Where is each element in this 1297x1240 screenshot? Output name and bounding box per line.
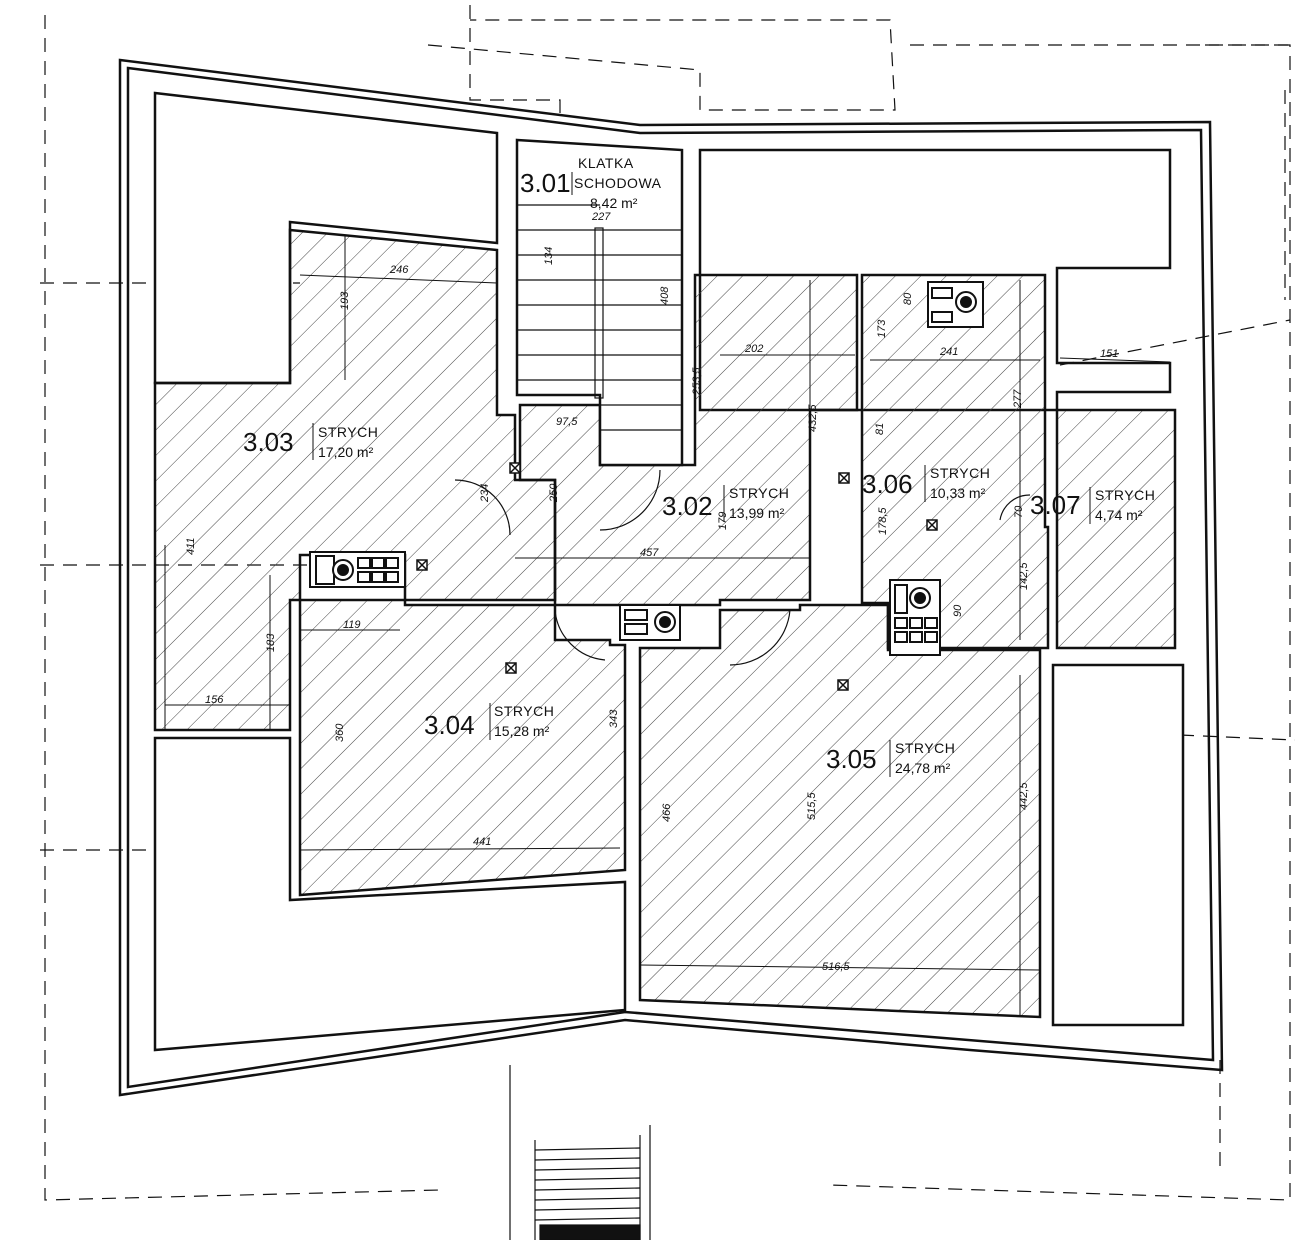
chimney-icon xyxy=(927,281,984,328)
dim-label: 442,5 xyxy=(1018,782,1030,810)
room-name: STRYCH xyxy=(494,703,554,719)
room-name: STRYCH xyxy=(1095,487,1155,503)
dim-label: 134 xyxy=(543,247,555,265)
dim-label: 183 xyxy=(265,633,277,652)
room-label-3-04: 3.04 STRYCH 15,28 m² xyxy=(424,703,554,740)
room-name: STRYCH xyxy=(729,485,789,501)
dim-label: 234 xyxy=(479,484,491,503)
dim-label: 202 xyxy=(744,343,763,355)
room-label-3-05: 3.05 STRYCH 24,78 m² xyxy=(826,740,955,777)
room-name: STRYCH xyxy=(318,424,378,440)
dim-label: 343 xyxy=(608,709,620,728)
room-name: KLATKA xyxy=(578,155,634,171)
room-name: STRYCH xyxy=(930,465,990,481)
dim-label: 466 xyxy=(661,803,673,822)
room-3-06-area xyxy=(860,273,1050,650)
dim-label: 516,5 xyxy=(822,961,850,973)
room-number: 3.06 xyxy=(862,469,913,499)
dim-label: 411 xyxy=(185,537,197,555)
room-number: 3.02 xyxy=(662,491,713,521)
dim-label: 156 xyxy=(205,694,224,706)
room-area: 17,20 m² xyxy=(318,444,374,460)
room-area: 24,78 m² xyxy=(895,760,951,776)
dim-label: 173 xyxy=(876,319,888,338)
room-area: 10,33 m² xyxy=(930,485,986,501)
vent-icon xyxy=(505,662,517,674)
dim-label: 246 xyxy=(389,264,409,276)
dim-label: 227 xyxy=(591,211,611,223)
room-number: 3.03 xyxy=(243,427,294,457)
room-label-3-03: 3.03 STRYCH 17,20 m² xyxy=(243,423,378,460)
dimension-labels: 227 134 408 246 193 97,5 202 253,5 432,5… xyxy=(185,211,1118,973)
room-3-05-area xyxy=(638,603,1042,1019)
dim-label: 457 xyxy=(640,547,659,559)
entrance-steps xyxy=(509,1065,651,1240)
dim-label: 97,5 xyxy=(556,416,578,428)
vent-icon xyxy=(926,519,938,531)
room-label-3-02: 3.02 STRYCH 13,99 m² xyxy=(662,485,789,522)
room-3-04-area xyxy=(298,598,627,897)
dim-label: 80 xyxy=(902,292,914,305)
dim-label: 253,5 xyxy=(691,367,703,396)
chimney-icon xyxy=(309,551,406,588)
dim-label: 151 xyxy=(1100,348,1118,360)
external-wall xyxy=(118,58,1224,1097)
vent-icon xyxy=(837,679,849,691)
dim-label: 515,5 xyxy=(806,792,818,820)
corner-zones xyxy=(153,91,1185,1052)
chimney-icons xyxy=(309,281,984,656)
staircase xyxy=(515,138,684,467)
room-number: 3.05 xyxy=(826,744,877,774)
room-number: 3.07 xyxy=(1030,490,1081,520)
dim-label: 408 xyxy=(659,286,671,305)
vent-markers xyxy=(416,462,938,691)
dim-label: 119 xyxy=(343,619,361,631)
dim-label: 277 xyxy=(1012,389,1024,409)
dim-label: 142,5 xyxy=(1018,562,1030,590)
room-label-3-07: 3.07 STRYCH 4,74 m² xyxy=(1030,487,1155,524)
dim-label: 360 xyxy=(334,723,346,742)
room-number: 3.04 xyxy=(424,710,475,740)
room-label-3-06: 3.06 STRYCH 10,33 m² xyxy=(862,465,990,502)
hatched-rooms xyxy=(153,228,1177,1019)
chimney-icon xyxy=(889,579,941,656)
room-area: 15,28 m² xyxy=(494,723,550,739)
dim-label: 70 xyxy=(1013,505,1025,518)
vent-icon xyxy=(416,559,428,571)
dim-label: 250 xyxy=(548,483,560,503)
chimney-icon xyxy=(619,604,681,641)
room-name: STRYCH xyxy=(895,740,955,756)
door-swings xyxy=(454,469,1031,666)
room-area: 4,74 m² xyxy=(1095,507,1143,523)
vent-icon xyxy=(509,462,521,474)
dim-label: 178,5 xyxy=(877,507,889,535)
room-3-07-area xyxy=(1055,408,1177,650)
dim-label: 193 xyxy=(339,291,351,310)
vent-icon xyxy=(838,472,850,484)
dimension-lines xyxy=(164,235,1171,1015)
dim-label: 441 xyxy=(473,836,491,848)
room-number: 3.01 xyxy=(520,168,571,198)
room-name: SCHODOWA xyxy=(574,175,662,191)
dim-label: 241 xyxy=(939,346,958,358)
room-label-3-01: 3.01 KLATKA SCHODOWA 8,42 m² xyxy=(520,155,662,211)
dim-label: 179 xyxy=(717,512,729,530)
dim-label: 432,5 xyxy=(807,404,819,432)
dim-label: 90 xyxy=(952,604,964,617)
room-area: 8,42 m² xyxy=(590,195,638,211)
room-area: 13,99 m² xyxy=(729,505,785,521)
dim-label: 81 xyxy=(874,423,886,435)
